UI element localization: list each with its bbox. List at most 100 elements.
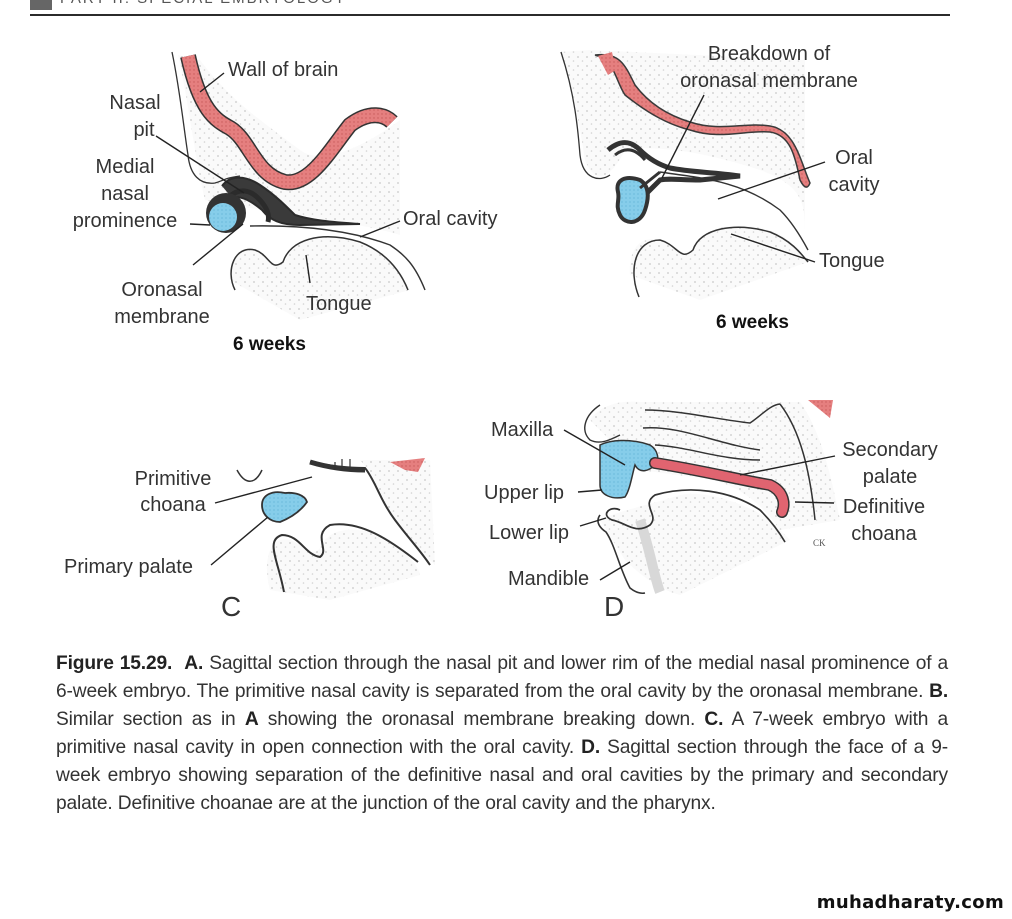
nasal-epithelium-b: [606, 140, 741, 197]
caption-b-label: B.: [929, 681, 948, 702]
leader-primitive-choana: [214, 476, 313, 504]
label-maxilla: Maxilla: [491, 419, 554, 441]
label-mandible: Mandible: [508, 568, 590, 590]
leader-primary-palate: [210, 516, 269, 566]
caption-d-label: D.: [581, 737, 600, 758]
tongue-outline-c: [272, 523, 419, 593]
caption-c-text: A 7-week embryo with a primitive nasal c…: [56, 709, 949, 758]
leader-secondary-palate: [739, 455, 836, 476]
concha-line-1: [644, 403, 781, 424]
caption-figure-label: Figure 15.29.: [56, 653, 173, 674]
label-oral-line2: cavity: [828, 174, 880, 196]
artist-mark: CK: [813, 538, 826, 548]
brain-fragment-d: [808, 400, 833, 418]
pharynx-line: [779, 403, 816, 521]
label-breakdown-oronasal: Breakdown of oronasal membrane: [666, 41, 872, 95]
caption-d-text: Sagittal section through the face of a 9…: [56, 737, 948, 814]
panel-c-drawing: [210, 458, 435, 600]
label-oral-line1: Oral: [835, 147, 873, 169]
brain-fragment-c: [390, 458, 425, 472]
mesenchyme-region-c: [360, 460, 435, 565]
cavity-curve-c: [236, 469, 263, 482]
nasal-pit-epithelium: [221, 176, 361, 227]
label-breakdown-line1: Breakdown of: [707, 43, 831, 65]
label-secondary-palate: Secondary palate: [835, 437, 945, 491]
leader-maxilla: [563, 429, 626, 466]
watermark: muhadharaty.com: [816, 892, 1004, 913]
leader-tongue-b: [730, 233, 816, 263]
label-oral-cavity-b: Oral cavity: [823, 145, 885, 199]
caption-b-text-1: Similar section as in: [56, 709, 236, 730]
leader-wall-of-brain: [199, 72, 225, 93]
label-oral-cavity-a: Oral cavity: [403, 208, 498, 230]
label-nasal-pit-line1: Nasal: [109, 92, 161, 114]
running-header-page-number: [30, 0, 52, 10]
leader-breakdown: [661, 94, 705, 179]
concha-line-3: [654, 444, 761, 461]
label-primitive-choana: Primitive choana: [130, 466, 216, 519]
caption-a-text: Sagittal section through the nasal pit a…: [56, 653, 948, 702]
primary-palate-c: [261, 491, 308, 523]
oral-floor-d: [605, 489, 786, 543]
leader-mandible: [599, 561, 631, 581]
leader-medial: [189, 223, 211, 226]
leader-oronasal: [192, 223, 244, 266]
jaw-region-d: [600, 493, 790, 595]
label-medial-line3: prominence: [72, 210, 178, 232]
label-primitive-line1: Primitive: [134, 468, 212, 490]
label-breakdown-line2: oronasal membrane: [680, 70, 858, 92]
label-oronasal-line2: membrane: [114, 306, 210, 328]
leader-definitive-choana: [794, 501, 835, 504]
label-oronasal-line1: Oronasal: [121, 279, 203, 301]
panel-letter-d: D: [604, 591, 625, 622]
label-wall-of-brain: Wall of brain: [228, 59, 339, 81]
label-upper-lip: Upper lip: [484, 482, 565, 504]
caption-c-label: C.: [704, 709, 724, 730]
leader-nasal-pit: [155, 135, 245, 194]
panel-c: Primitive choana Primary palate C: [0, 0, 470, 640]
label-tongue-a: Tongue: [306, 293, 372, 315]
face-outline-b: [560, 51, 611, 179]
label-secondary-line2: palate: [862, 466, 918, 488]
leader-tongue: [305, 254, 311, 284]
panel-d-drawing: [563, 400, 840, 595]
mesenchyme-region-b: [560, 50, 805, 230]
leader-oral-cavity-b: [717, 161, 826, 200]
panel-a: Wall of brain Nasal pit Medial nasal pro…: [0, 0, 520, 370]
header-rule: [30, 14, 950, 16]
age-label-a: 6 weeks: [233, 334, 306, 355]
maxilla-primary-palate: [599, 439, 659, 499]
panel-a-drawing: [155, 51, 426, 320]
panel-b: Breakdown of oronasal membrane Oral cavi…: [0, 0, 1012, 370]
tongue-region-c: [266, 529, 420, 600]
figure-caption: Figure 15.29. A. Sagittal section throug…: [56, 650, 948, 818]
label-definitive-choana: Definitive choana: [834, 494, 934, 548]
concha-line-2: [642, 426, 761, 451]
brain-wall-b: [594, 53, 811, 188]
panel-b-drawing: [560, 50, 826, 300]
label-definitive-line2: choana: [851, 523, 917, 545]
caption-b-ref: A: [244, 709, 259, 730]
label-nasal-pit: Nasal pit: [100, 90, 170, 144]
tongue-region: [229, 237, 410, 320]
label-nasal-pit-line2: pit: [133, 119, 155, 141]
leader-upper-lip: [577, 489, 603, 493]
label-secondary-line1: Secondary: [842, 439, 938, 461]
label-medial-nasal-prominence: Medial nasal prominence: [62, 154, 188, 235]
caption-b-text-2: showing the oronasal membrane breaking d…: [267, 709, 696, 730]
leader-oral-cavity: [359, 220, 401, 238]
label-oronasal-membrane: Oronasal membrane: [104, 277, 220, 331]
medial-nasal-prominence-b: [615, 176, 650, 224]
tongue-outline-b: [633, 226, 809, 298]
panel-letter-c: C: [221, 591, 242, 622]
label-definitive-line1: Definitive: [842, 496, 926, 518]
tongue-outline: [230, 236, 409, 291]
caption-a-label: A.: [184, 653, 204, 674]
nose-outline: [584, 404, 621, 443]
label-primitive-line2: choana: [140, 494, 206, 516]
label-medial-line1: Medial: [95, 156, 155, 178]
label-medial-line2: nasal: [101, 183, 149, 205]
label-lower-lip: Lower lip: [489, 522, 570, 544]
label-primary-palate: Primary palate: [64, 556, 193, 578]
label-tongue-b: Tongue: [819, 250, 885, 272]
